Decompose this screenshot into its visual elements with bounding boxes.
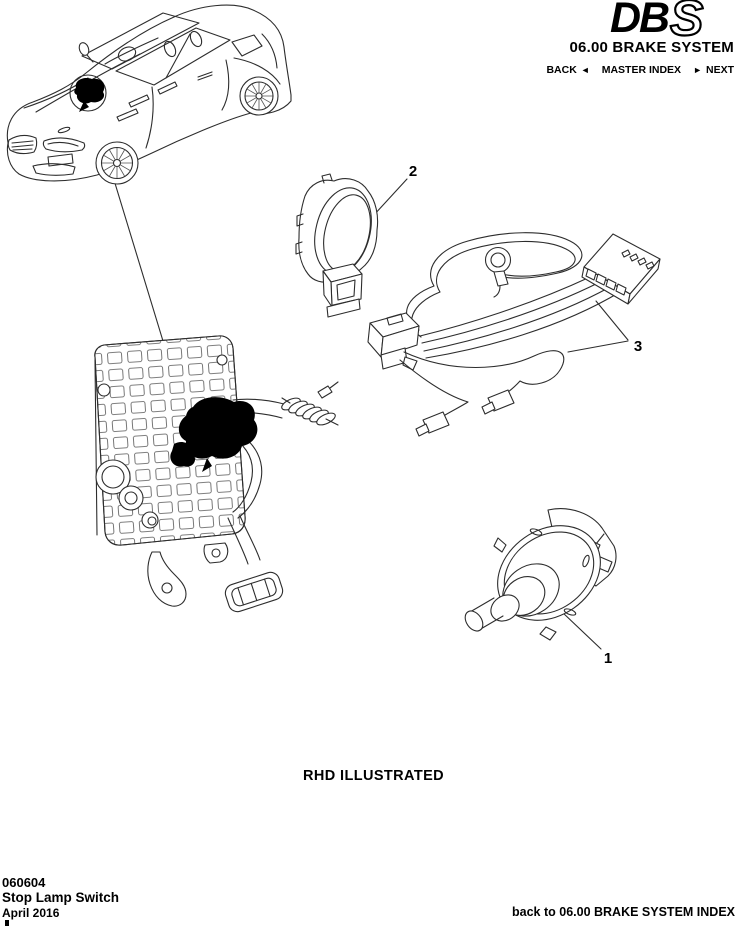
- nav-next-link[interactable]: ► NEXT: [693, 64, 734, 76]
- callout-1-leader: [561, 611, 602, 650]
- rhd-note: RHD ILLUSTRATED: [303, 768, 445, 784]
- pedal-assembly-illustration: [94, 335, 339, 613]
- footer-back-link[interactable]: back to 06.00 BRAKE SYSTEM INDEX: [512, 905, 735, 919]
- header-nav: BACK ◄ MASTER INDEX ► NEXT: [546, 64, 734, 76]
- dbs-logo: DB S: [610, 0, 737, 47]
- corner-mark: [5, 920, 9, 926]
- callout-3-leader: [567, 300, 629, 353]
- return-spring: [281, 381, 339, 426]
- pedal-pad: [224, 571, 284, 613]
- callout-2-leader: [372, 178, 408, 217]
- location-highlight-circle: [69, 74, 107, 112]
- logo-s-text: S: [670, 0, 703, 42]
- nav-master-index-label: MASTER INDEX: [601, 64, 682, 76]
- footer-doc-number: 060604: [2, 875, 46, 890]
- switch-part-illustration: 1: [464, 508, 617, 667]
- pedal-switch-highlight-blob: [178, 397, 258, 459]
- next-arrow-icon: ►: [693, 64, 702, 75]
- footer-date: April 2016: [2, 906, 60, 920]
- callout-2-label: 2: [409, 163, 417, 180]
- location-highlight-blob: [74, 78, 105, 104]
- nav-master-index-link[interactable]: MASTER INDEX: [602, 64, 681, 76]
- car-location-illustration: [6, 4, 292, 365]
- callout-3-label: 3: [634, 338, 642, 355]
- section-title: 06.00 BRAKE SYSTEM: [569, 39, 734, 56]
- bracket-part-illustration: 2: [295, 163, 417, 318]
- figure-illustration: 2: [6, 4, 661, 667]
- back-arrow-icon: ◄: [580, 64, 590, 75]
- nav-next-label: NEXT: [705, 64, 734, 76]
- nav-back-label: BACK: [546, 64, 577, 76]
- logo-db-text: DB: [610, 0, 669, 42]
- callout-1-label: 1: [604, 650, 612, 667]
- nav-back-link[interactable]: BACK ◄: [546, 64, 589, 76]
- harness-part-illustration: 3: [367, 232, 661, 437]
- dbs-logo-svg: DB S: [610, 0, 704, 47]
- footer-doc-title: Stop Lamp Switch: [2, 890, 120, 905]
